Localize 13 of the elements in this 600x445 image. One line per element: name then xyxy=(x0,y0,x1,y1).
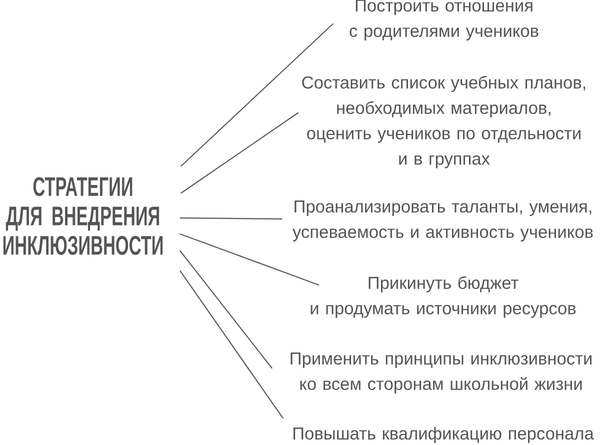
connector-line xyxy=(180,217,282,220)
connector-line xyxy=(180,233,320,286)
connector-line xyxy=(180,250,272,369)
strategy-text: Применить принципы инклюзивности ко всем сторонам школьной жизни xyxy=(290,352,592,394)
connector-line xyxy=(180,23,334,167)
strategy-text: Построить отношения с родителями учеников xyxy=(350,0,538,40)
strategy-text: Повышать квалификацию персонала xyxy=(294,426,594,444)
strategy-text: Проанализировать таланты, умения, успеваемость и активность учеников xyxy=(292,200,593,242)
strategy-text: Составить список учебных планов, необходимых материалов, оценить учеников по отдельности и в группах xyxy=(302,76,586,168)
strategy-text: Прикинуть бюджет и продумать источники ресурсов xyxy=(310,276,576,318)
connector-line xyxy=(180,112,298,194)
central-heading: СТРАТЕГИИ ДЛЯ ВНЕДРЕНИЯ ИНКЛЮЗИВНОСТИ xyxy=(3,177,163,255)
connector-line xyxy=(180,270,284,419)
